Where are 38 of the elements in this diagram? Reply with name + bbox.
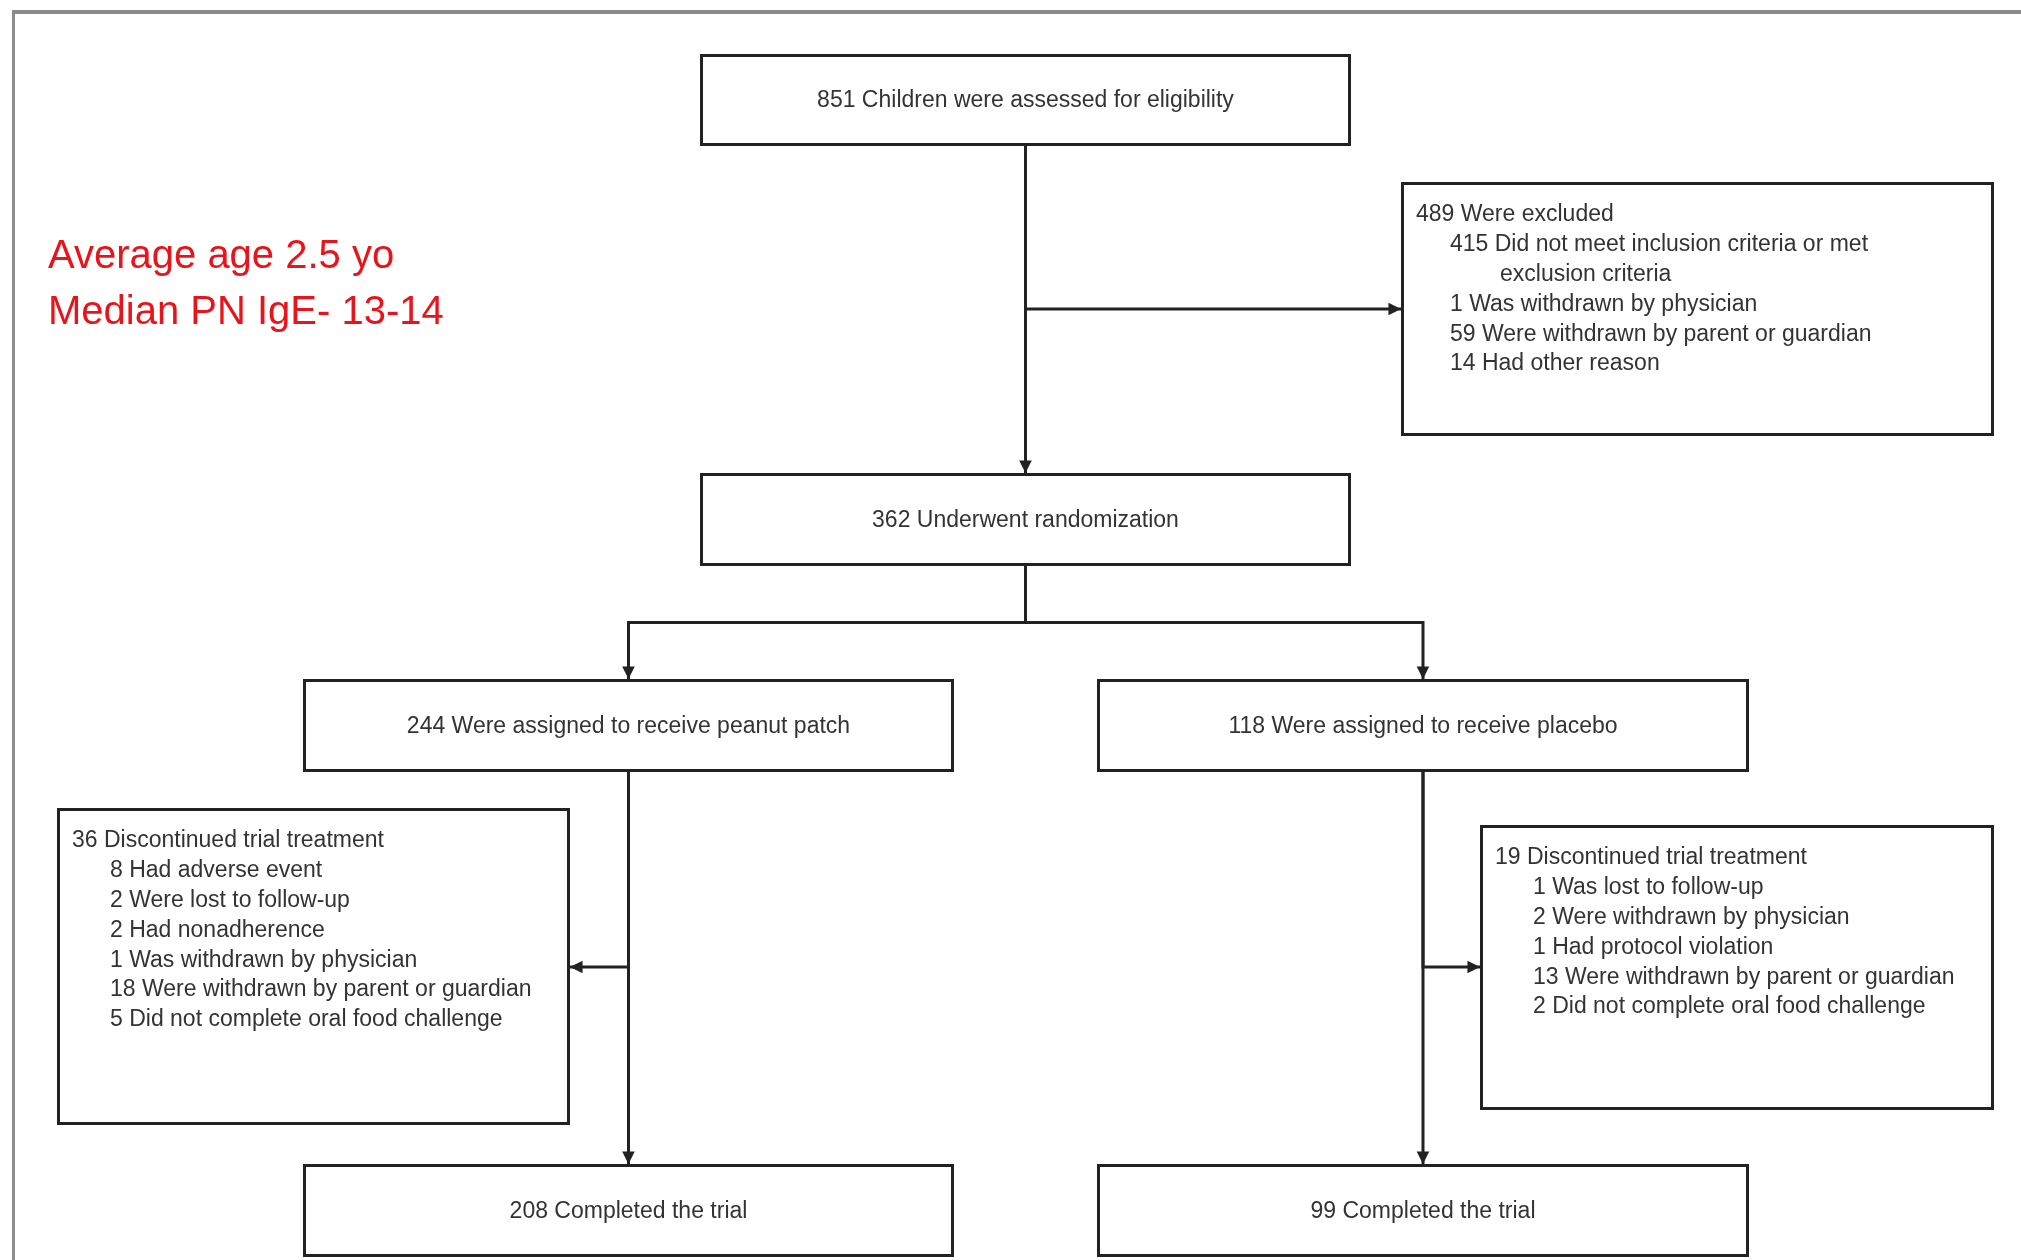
list-item: 13 Were withdrawn by parent or guardian	[1533, 961, 1956, 991]
list-box	[57, 808, 570, 1125]
process-box	[700, 473, 1351, 566]
list-item: 2 Were lost to follow-up	[110, 884, 351, 914]
box-text: 851 Children were assessed for eligibility	[817, 85, 1234, 115]
list-item: 1 Was lost to follow-up	[1533, 871, 1765, 901]
box-text: 99 Completed the trial	[1310, 1195, 1536, 1225]
list-item: 8 Had adverse event	[110, 854, 324, 884]
list-item: 1 Was withdrawn by physician	[110, 944, 419, 974]
box-text: 208 Completed the trial	[509, 1195, 748, 1225]
box-text: 362 Underwent randomization	[872, 504, 1179, 534]
box-text: 244 Were assigned to receive peanut patch	[406, 710, 851, 740]
list-box	[1480, 825, 1994, 1110]
list-item: 2 Had nonadherence	[110, 914, 326, 944]
list-item: 2 Were withdrawn by physician	[1533, 901, 1851, 931]
list-item: 5 Did not complete oral food challenge	[110, 1004, 504, 1034]
arrow	[1024, 566, 1430, 680]
process-box	[303, 1164, 954, 1257]
list-heading: 19 Discontinued trial treatment	[1495, 842, 1808, 871]
note-text: Average age 2.5 yo	[48, 231, 395, 278]
process-box	[1097, 679, 1749, 772]
list-item: 18 Were withdrawn by parent or guardian	[110, 974, 533, 1004]
box-text: 118 Were assigned to receive placebo	[1228, 710, 1618, 740]
list-item: 59 Were withdrawn by parent or guardian	[1450, 318, 1873, 348]
process-box	[1097, 1164, 1749, 1257]
list-box	[1401, 182, 1994, 436]
list-item: 415 Did not meet inclusion criteria or met exclusion criteria	[1450, 228, 1870, 288]
list-item: 14 Had other reason	[1450, 348, 1661, 378]
note-text: Median PN IgE- 13-14	[48, 287, 444, 334]
list-heading: 36 Discontinued trial treatment	[72, 825, 385, 854]
process-box	[303, 679, 954, 772]
arrow	[622, 772, 635, 1165]
arrow	[1416, 772, 1430, 1165]
process-box	[700, 54, 1351, 146]
list-item: 1 Was withdrawn by physician	[1450, 288, 1759, 318]
list-item: 2 Did not complete oral food challenge	[1533, 991, 1927, 1021]
list-heading: 489 Were excluded	[1416, 199, 1615, 228]
list-item: 1 Had protocol violation	[1533, 931, 1775, 961]
